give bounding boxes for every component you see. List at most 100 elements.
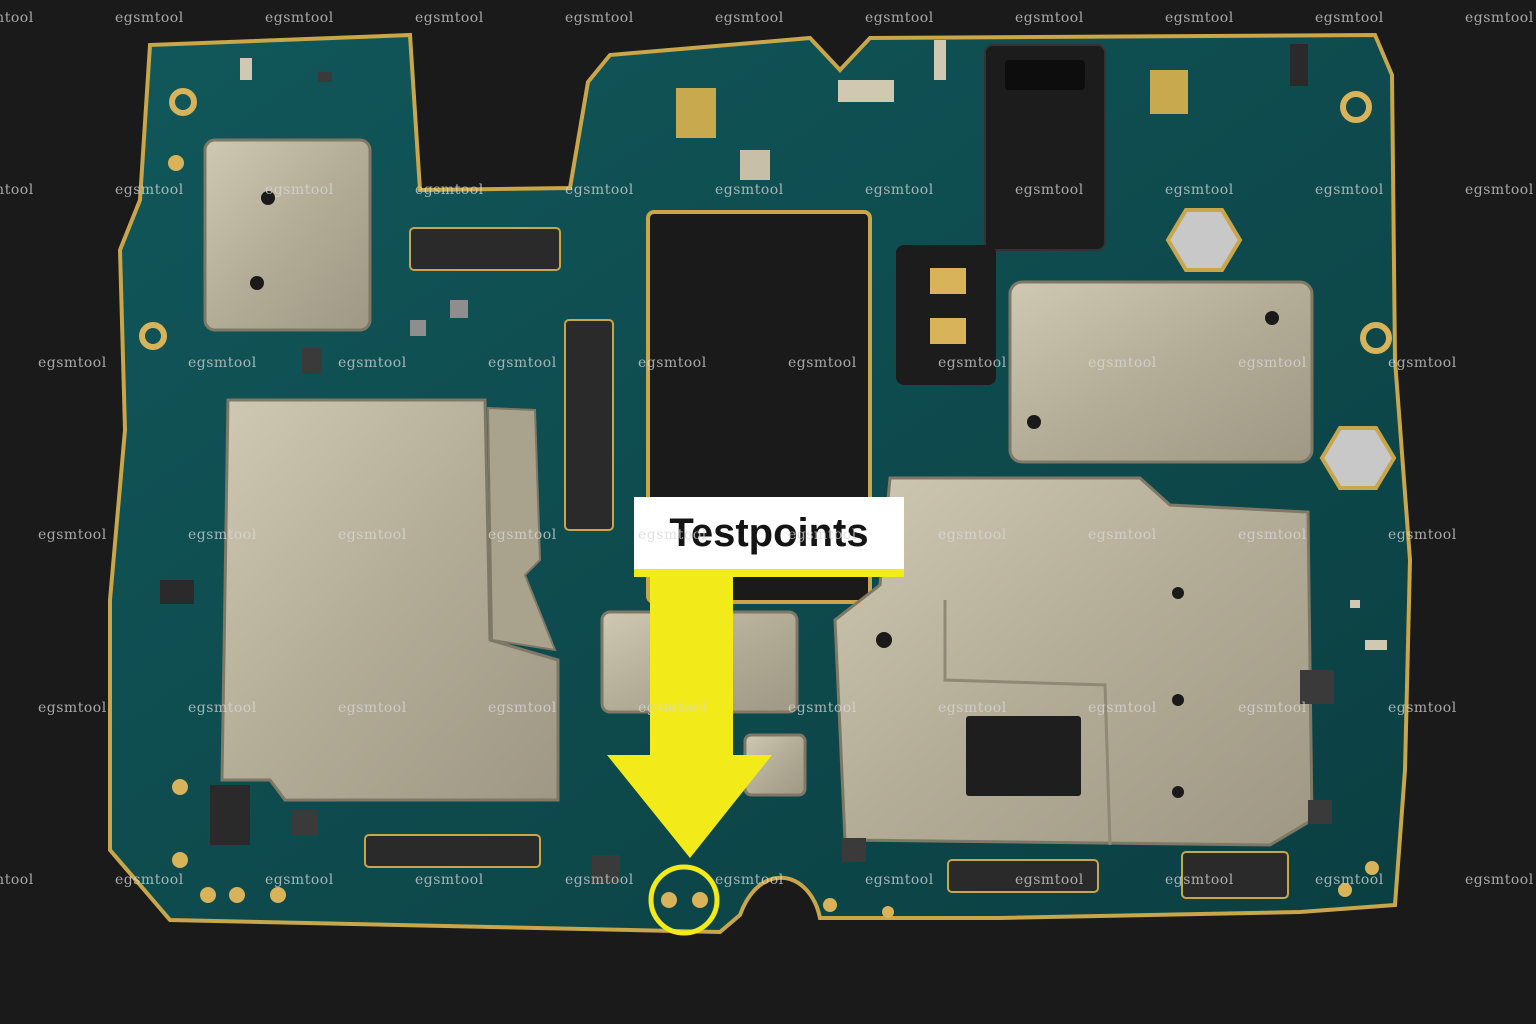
- shield-hole: [1172, 587, 1184, 599]
- spring-contact-holder: [896, 245, 996, 385]
- watermark-text: egsmtool: [1238, 527, 1307, 543]
- watermark-text: egsmtool: [488, 527, 557, 543]
- shield-hole: [1265, 311, 1279, 325]
- watermark-text: egsmtool: [1465, 10, 1534, 26]
- shield-mesh-window: [966, 716, 1081, 796]
- testpoint-pad: [661, 892, 677, 908]
- watermark-text: egsmtool: [938, 527, 1007, 543]
- gold-contact: [930, 318, 966, 344]
- watermark-text: egsmtool: [1165, 10, 1234, 26]
- watermark-text: egsmtool: [38, 355, 107, 371]
- connector-small-right: [1181, 851, 1289, 899]
- watermark-text: egsmtool: [188, 700, 257, 716]
- watermark-text: egsmtool: [1388, 700, 1457, 716]
- watermark-text: egsmtool: [115, 872, 184, 888]
- testpoints-label-text: Testpoints: [669, 510, 869, 555]
- smd-components: [160, 40, 1387, 883]
- arrow-down: [607, 575, 772, 858]
- watermark-text: egsmtool: [265, 872, 334, 888]
- shield-can-upper-right: [1008, 280, 1314, 464]
- watermark-text: egsmtool: [415, 182, 484, 198]
- watermark-text: egsmtool: [488, 355, 557, 371]
- watermark-text: egsmtool: [1315, 10, 1384, 26]
- watermark-text: egsmtool: [1388, 527, 1457, 543]
- watermark-text: egsmtool: [788, 355, 857, 371]
- shield-can-left-inner: [486, 406, 557, 652]
- testpoint-pad: [692, 892, 708, 908]
- shield-step-line: [943, 600, 1112, 846]
- pads: [168, 155, 1379, 918]
- watermark-text: egsmtool: [638, 355, 707, 371]
- shield-hole: [1172, 694, 1184, 706]
- watermark-text: egsmtool: [1388, 355, 1457, 371]
- watermark-text: egsmtool: [188, 527, 257, 543]
- watermark-text: egsmtool: [565, 872, 634, 888]
- connector-bottom-right: [947, 859, 1099, 893]
- connector-vertical: [564, 319, 614, 531]
- watermark-text: egsmtool: [265, 10, 334, 26]
- watermark-text: egsmtool: [788, 527, 857, 543]
- watermark-text: egsmtool: [638, 527, 707, 543]
- watermark-text: egsmtool: [865, 182, 934, 198]
- watermark-text: egsmtool: [0, 182, 34, 198]
- watermark-text: egsmtool: [338, 700, 407, 716]
- watermark-text: egsmtool: [338, 355, 407, 371]
- watermark-text: egsmtool: [788, 700, 857, 716]
- shield-can-left-large: [220, 398, 560, 802]
- watermark-text: egsmtool: [865, 10, 934, 26]
- watermark-text: egsmtool: [38, 527, 107, 543]
- shield-hole: [261, 191, 275, 205]
- watermark-text: egsmtool: [38, 700, 107, 716]
- shield-hole: [1027, 415, 1041, 429]
- watermark-text: egsmtool: [1015, 182, 1084, 198]
- watermark-text: egsmtool: [1465, 182, 1534, 198]
- watermark-text: egsmtool: [115, 182, 184, 198]
- watermark-text: egsmtool: [715, 872, 784, 888]
- watermark-text: egsmtool: [1165, 872, 1234, 888]
- watermark-text: egsmtool: [565, 10, 634, 26]
- watermark-text: egsmtool: [1238, 700, 1307, 716]
- watermark-text: egsmtool: [115, 10, 184, 26]
- watermark-text: egsmtool: [1315, 182, 1384, 198]
- watermark-text: egsmtool: [1238, 355, 1307, 371]
- connector-top: [409, 227, 561, 271]
- watermark-text: egsmtool: [1465, 872, 1534, 888]
- watermark-text: egsmtool: [0, 10, 34, 26]
- connector-bottom-left: [364, 834, 541, 868]
- watermark-text: egsmtool: [338, 527, 407, 543]
- watermark-text: egsmtool: [1015, 872, 1084, 888]
- watermark-text: egsmtool: [415, 10, 484, 26]
- watermark-text: egsmtool: [715, 182, 784, 198]
- watermark-text: egsmtool: [265, 182, 334, 198]
- watermark-text: egsmtool: [0, 872, 34, 888]
- testpoints-label: Testpoints: [634, 497, 904, 577]
- mounting-holes: [139, 88, 1392, 354]
- shield-hole: [876, 632, 892, 648]
- hex-standoff: [1319, 426, 1397, 490]
- watermark-text: egsmtool: [1015, 10, 1084, 26]
- watermark-text: egsmtool: [1165, 182, 1234, 198]
- audio-jack-port: [1005, 60, 1085, 90]
- shield-hole: [1172, 786, 1184, 798]
- watermark-text: egsmtool: [938, 355, 1007, 371]
- shield-hole: [250, 276, 264, 290]
- shield-can-top-left: [203, 138, 372, 332]
- watermark-text: egsmtool: [938, 700, 1007, 716]
- watermark-text: egsmtool: [565, 182, 634, 198]
- gold-contact: [930, 268, 966, 294]
- watermark-text: egsmtool: [638, 700, 707, 716]
- watermark-text: egsmtool: [1315, 872, 1384, 888]
- watermark-text: egsmtool: [1088, 700, 1157, 716]
- shield-can-right-large: [833, 476, 1314, 847]
- testpoint-highlight-circle: [648, 864, 720, 936]
- watermark-text: egsmtool: [865, 872, 934, 888]
- hex-standoff: [1165, 208, 1243, 272]
- watermark-text: egsmtool: [188, 355, 257, 371]
- audio-jack: [984, 44, 1106, 251]
- watermark-text: egsmtool: [1088, 527, 1157, 543]
- watermark-text: egsmtool: [1088, 355, 1157, 371]
- watermark-text: egsmtool: [415, 872, 484, 888]
- watermark-text: egsmtool: [488, 700, 557, 716]
- watermark-text: egsmtool: [715, 10, 784, 26]
